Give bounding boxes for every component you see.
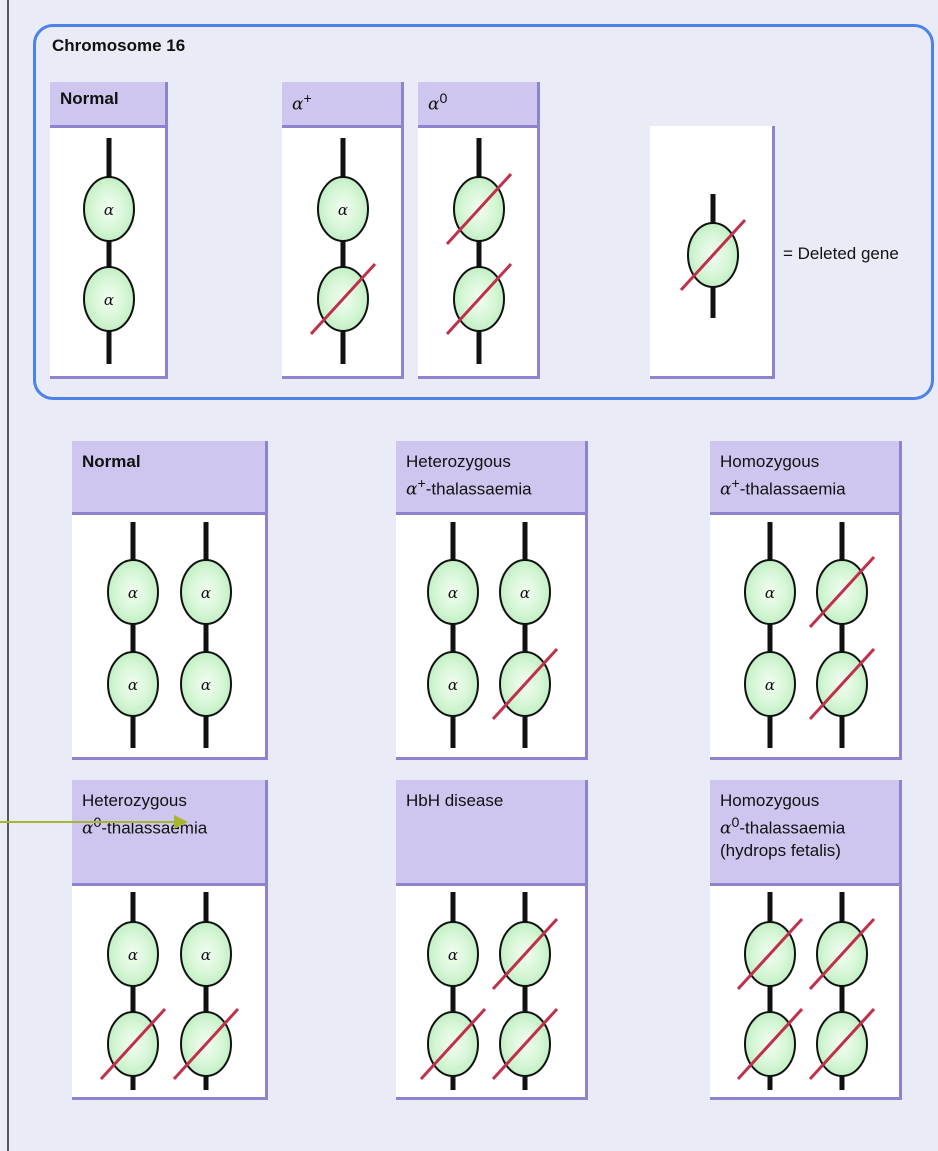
chromosome-16-group — [33, 24, 934, 400]
superscript: + — [303, 91, 312, 107]
legend-label: = Deleted gene — [783, 244, 899, 263]
deletion-mark — [808, 917, 876, 991]
alpha-gene — [427, 559, 479, 625]
superscript: 0 — [439, 91, 448, 107]
alpha-gene-label: α — [338, 201, 348, 219]
alpha-gene — [427, 651, 479, 717]
deletion-mark — [808, 1007, 876, 1081]
deletion-mark — [309, 262, 377, 336]
condition-line-1: HbH disease — [406, 791, 504, 810]
alpha-gene — [180, 921, 232, 987]
panel-label: Normal — [60, 89, 119, 108]
alpha-gene-label: α — [520, 584, 530, 602]
deletion-mark — [736, 1007, 804, 1081]
alpha-gene-label: α — [128, 676, 138, 694]
alpha-gene-label: α — [128, 584, 138, 602]
panel-header: Homozygous α+-thalassaemia — [710, 441, 899, 515]
deletion-mark — [419, 1007, 487, 1081]
alpha-gene — [180, 559, 232, 625]
condition-line-1: Heterozygous — [406, 452, 511, 471]
condition-line-2: α+-thalassaemia — [720, 476, 846, 500]
condition-line-3: (hydrops fetalis) — [720, 840, 841, 860]
annotation-arrow-head — [174, 815, 188, 829]
alpha-gene — [317, 176, 369, 242]
deletion-mark — [445, 172, 513, 246]
condition-line-1: Homozygous — [720, 452, 820, 471]
left-border-line — [7, 0, 9, 1151]
condition-line-2: α+-thalassaemia — [406, 476, 532, 500]
alpha-gene — [107, 559, 159, 625]
alpha-gene-label: α — [104, 201, 114, 219]
alpha-gene-label: α — [104, 291, 114, 309]
panel-condition-normal: Normal — [72, 441, 268, 760]
alpha-symbol: α — [428, 94, 440, 115]
panel-header: Heterozygous α0-thalassaemia — [72, 780, 265, 886]
panel-header: Normal — [50, 82, 165, 128]
deletion-mark — [491, 917, 559, 991]
alpha-gene — [107, 651, 159, 717]
alpha-gene-label: α — [448, 584, 458, 602]
deletion-mark — [491, 647, 559, 721]
alpha-gene — [499, 559, 551, 625]
alpha-gene-label: α — [448, 676, 458, 694]
alpha-gene-label: α — [201, 584, 211, 602]
group-title: Chromosome 16 — [52, 36, 186, 55]
condition-line-1: Heterozygous — [82, 791, 187, 810]
deletion-mark — [808, 555, 876, 629]
alpha-gene-label: α — [201, 946, 211, 964]
alpha-gene-label: α — [128, 946, 138, 964]
panel-header: Normal — [72, 441, 265, 515]
panel-header: Homozygous α0-thalassaemia (hydrops feta… — [710, 780, 899, 886]
alpha-gene — [744, 559, 796, 625]
deletion-mark — [445, 262, 513, 336]
condition-line-2: α0-thalassaemia — [720, 815, 846, 839]
alpha-gene-label: α — [765, 584, 775, 602]
deletion-mark — [679, 218, 747, 292]
panel-header: α0 — [418, 82, 537, 128]
panel-condition-hom-alpha-zero: Homozygous α0-thalassaemia (hydrops feta… — [710, 780, 902, 1100]
alpha-gene-label: α — [448, 946, 458, 964]
panel-condition-het-alpha-plus: Heterozygous α+-thalassaemia — [396, 441, 588, 760]
deletion-mark — [491, 1007, 559, 1081]
alpha-symbol: α — [292, 94, 304, 115]
deletion-mark — [736, 917, 804, 991]
alpha-gene — [744, 651, 796, 717]
alpha-gene-label: α — [765, 676, 775, 694]
alpha-gene — [83, 266, 135, 332]
condition-line-1: Homozygous — [720, 791, 820, 810]
panel-condition-het-alpha-zero: Heterozygous α0-thalassaemia — [72, 780, 268, 1100]
alpha-gene — [107, 921, 159, 987]
panel-header: HbH disease — [396, 780, 585, 886]
condition-line-1: Normal — [82, 452, 141, 471]
deletion-mark — [172, 1007, 240, 1081]
alpha-gene-label: α — [201, 676, 211, 694]
alpha-gene — [180, 651, 232, 717]
alpha-gene — [427, 921, 479, 987]
panel-header: α+ — [282, 82, 401, 128]
deletion-mark — [808, 647, 876, 721]
panel-header: Heterozygous α+-thalassaemia — [396, 441, 585, 515]
panel-condition-hom-alpha-plus: Homozygous α+-thalassaemia — [710, 441, 902, 760]
alpha-gene — [83, 176, 135, 242]
deletion-mark — [99, 1007, 167, 1081]
